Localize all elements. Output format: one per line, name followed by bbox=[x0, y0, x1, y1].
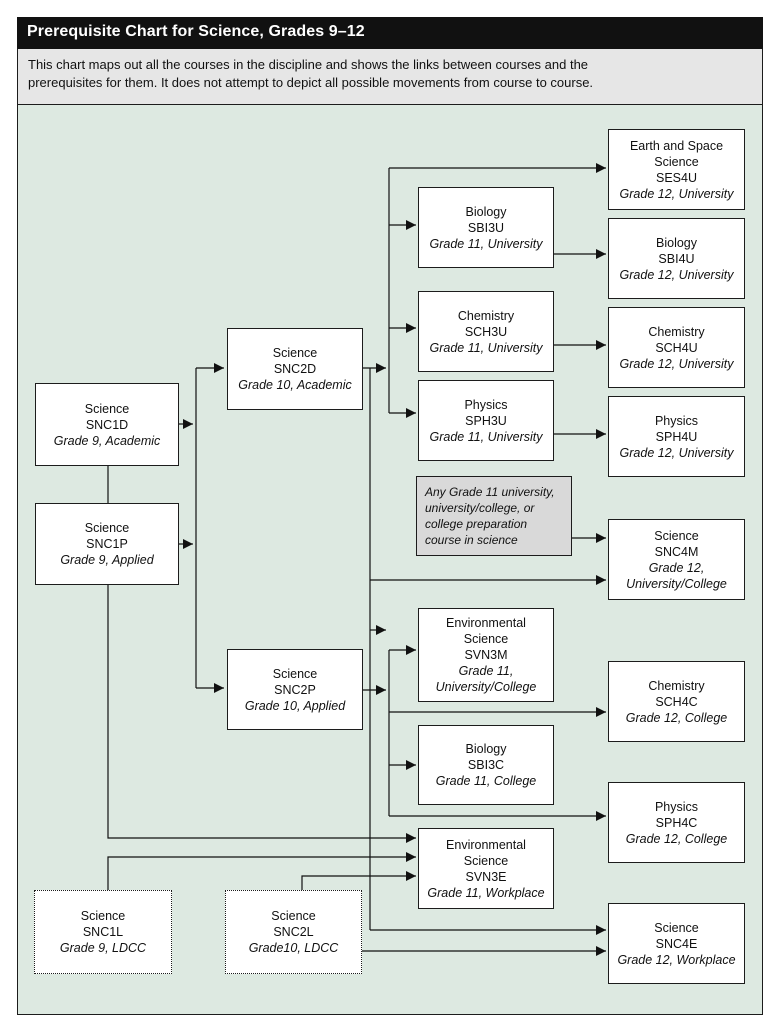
course-grade: Grade 12, University bbox=[619, 186, 734, 201]
course-sch4c: Chemistry SCH4C Grade 12, College bbox=[608, 661, 745, 742]
page-title: Prerequisite Chart for Science, Grades 9… bbox=[17, 17, 763, 49]
course-snc4e: Science SNC4E Grade 12, Workplace bbox=[608, 903, 745, 984]
course-grade: Grade 12, University bbox=[619, 445, 734, 460]
course-sbi3u: Biology SBI3U Grade 11, University bbox=[418, 187, 554, 268]
course-sch3u: Chemistry SCH3U Grade 11, University bbox=[418, 291, 554, 372]
course-svn3e: Environmental Science SVN3E Grade 11, Wo… bbox=[418, 828, 554, 909]
course-name: Science bbox=[272, 666, 318, 681]
course-code: SPH3U bbox=[465, 413, 507, 428]
course-grade: Grade 9, Applied bbox=[60, 553, 154, 567]
course-name: Chemistry bbox=[648, 678, 705, 693]
course-grade: Grade 11, University bbox=[429, 236, 543, 251]
course-grade-cont: University/College bbox=[626, 576, 727, 591]
course-code: SCH4U bbox=[655, 340, 698, 355]
course-snc2l: Science SNC2L Grade10, LDCC bbox=[225, 890, 362, 974]
course-name: Biology bbox=[465, 742, 507, 756]
note-line-2: university/college, or bbox=[425, 501, 535, 515]
course-code: SBI4U bbox=[658, 251, 695, 266]
course-name: Physics bbox=[654, 413, 699, 428]
course-grade: Grade 11, Workplace bbox=[427, 885, 545, 900]
course-code: SVN3E bbox=[465, 869, 507, 884]
note-line-1: Any Grade 11 university, bbox=[425, 485, 555, 499]
course-grade: Grade 12, University bbox=[619, 356, 734, 371]
course-svn3m: Environmental Science SVN3M Grade 11, Un… bbox=[418, 608, 554, 702]
description-line-1: This chart maps out all the courses in t… bbox=[28, 57, 589, 72]
course-snc4m: Science SNC4M Grade 12, University/Colle… bbox=[608, 519, 745, 600]
course-code: SNC2L bbox=[273, 925, 314, 939]
course-code: SNC2D bbox=[273, 362, 317, 376]
course-name: Earth and Space bbox=[629, 138, 724, 153]
course-grade: Grade 10, Academic bbox=[238, 378, 352, 392]
course-grade: Grade 12, University bbox=[619, 267, 734, 282]
course-snc1p: Science SNC1P Grade 9, Applied bbox=[35, 503, 179, 585]
course-code: SNC1D bbox=[85, 417, 129, 432]
connector-snc1l-svn3e bbox=[107, 852, 416, 890]
course-name-cont: Science bbox=[654, 154, 699, 169]
note-line-3: college preparation bbox=[425, 517, 528, 531]
course-name: Science bbox=[654, 528, 699, 543]
course-name-cont: Science bbox=[463, 632, 509, 646]
course-name-cont: Science bbox=[463, 853, 509, 868]
course-code: SNC4M bbox=[654, 544, 699, 559]
course-grade: Grade 11, College bbox=[435, 774, 537, 788]
course-name: Environmental bbox=[446, 837, 526, 852]
course-code: SCH4C bbox=[655, 694, 698, 709]
course-snc2d: Science SNC2D Grade 10, Academic bbox=[227, 328, 363, 410]
course-sbi3c: Biology SBI3C Grade 11, College bbox=[418, 725, 554, 805]
course-name: Science bbox=[271, 909, 316, 923]
course-grade: Grade10, LDCC bbox=[248, 941, 339, 955]
course-code: SCH3U bbox=[464, 324, 508, 339]
course-code: SBI3U bbox=[467, 220, 505, 235]
course-snc1l: Science SNC1L Grade 9, LDCC bbox=[34, 890, 172, 974]
course-code: SNC2P bbox=[274, 682, 316, 697]
course-sph4c: Physics SPH4C Grade 12, College bbox=[608, 782, 745, 863]
course-code: SBI3C bbox=[467, 758, 505, 772]
course-grade: Grade 11, University bbox=[429, 429, 543, 444]
course-code: SPH4C bbox=[655, 815, 698, 830]
course-name: Biology bbox=[465, 204, 507, 219]
description-line-2: prerequisites for them. It does not atte… bbox=[28, 75, 594, 90]
course-grade: Grade 12, Workplace bbox=[617, 952, 736, 967]
course-code: SPH4U bbox=[655, 429, 698, 444]
course-name: Science bbox=[272, 346, 318, 360]
course-name: Environmental bbox=[446, 616, 526, 630]
course-grade: Grade 10, Applied bbox=[244, 698, 346, 713]
course-code: SNC1L bbox=[82, 925, 124, 939]
note-line-4: course in science bbox=[425, 533, 518, 547]
connector-snc1p-svn3e bbox=[107, 584, 416, 843]
course-name: Physics bbox=[464, 397, 508, 412]
course-grade: Grade 12, College bbox=[625, 710, 728, 725]
course-sbi4u: Biology SBI4U Grade 12, University bbox=[608, 218, 745, 299]
course-name: Science bbox=[84, 521, 130, 535]
chart-description: This chart maps out all the courses in t… bbox=[18, 49, 762, 105]
course-snc1d: Science SNC1D Grade 9, Academic bbox=[35, 383, 179, 466]
course-grade: Grade 11, bbox=[458, 664, 514, 678]
course-grade: Grade 9, Academic bbox=[53, 433, 161, 448]
course-name: Chemistry bbox=[457, 308, 515, 323]
course-grade: Grade 11, University bbox=[429, 340, 543, 355]
course-grade: Grade 12, bbox=[648, 560, 705, 575]
course-name: Physics bbox=[654, 799, 699, 814]
course-ses4u: Earth and Space Science SES4U Grade 12, … bbox=[608, 129, 745, 210]
course-sph3u: Physics SPH3U Grade 11, University bbox=[418, 380, 554, 461]
course-code: SNC4E bbox=[655, 936, 698, 951]
course-sph4u: Physics SPH4U Grade 12, University bbox=[608, 396, 745, 477]
course-grade-cont: University/College bbox=[435, 680, 537, 694]
course-snc2p: Science SNC2P Grade 10, Applied bbox=[227, 649, 363, 730]
course-code: SNC1P bbox=[86, 537, 128, 551]
course-name: Chemistry bbox=[648, 324, 705, 339]
course-name: Biology bbox=[656, 235, 697, 250]
course-name: Science bbox=[80, 909, 126, 923]
course-name: Science bbox=[84, 401, 130, 416]
course-code: SVN3M bbox=[464, 648, 508, 662]
prerequisite-note: Any Grade 11 university, university/coll… bbox=[416, 476, 572, 556]
course-code: SES4U bbox=[656, 170, 697, 185]
course-grade: Grade 9, LDCC bbox=[59, 941, 147, 955]
course-grade: Grade 12, College bbox=[625, 831, 728, 846]
course-sch4u: Chemistry SCH4U Grade 12, University bbox=[608, 307, 745, 388]
connector-snc2l-svn3e bbox=[301, 871, 416, 890]
course-name: Science bbox=[654, 920, 699, 935]
